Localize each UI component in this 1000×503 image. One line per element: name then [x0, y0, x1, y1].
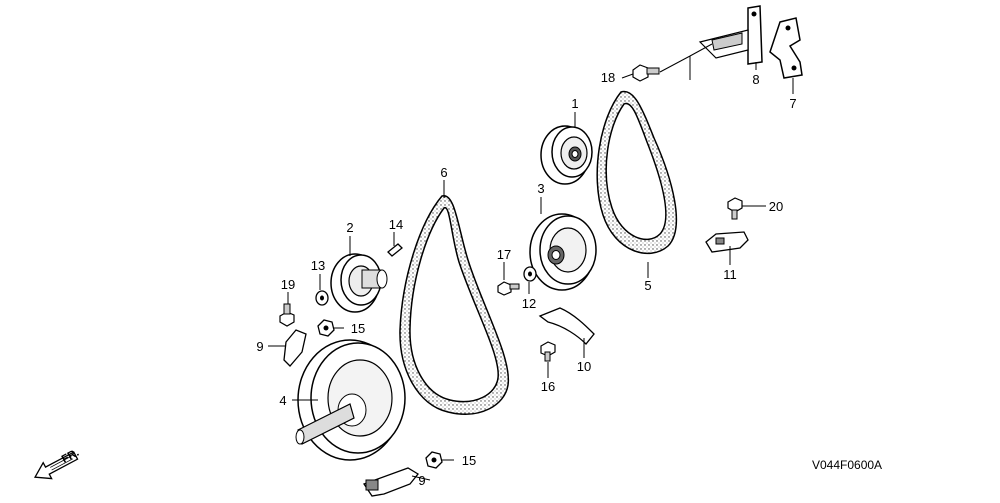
belt-guard-icon [538, 307, 595, 345]
washer-icon [315, 290, 329, 306]
bolt-icon [632, 64, 660, 82]
callout-7: 7 [789, 96, 796, 111]
small-pulley-icon [540, 125, 593, 185]
callout-18: 18 [601, 70, 615, 85]
callout-labels: 1 2 3 4 5 6 7 8 9 10 11 12 13 14 15 16 1… [256, 70, 796, 488]
callout-4: 4 [279, 393, 286, 408]
callout-19: 19 [281, 277, 295, 292]
belt-5 [596, 90, 678, 255]
washer-icon [523, 266, 537, 282]
pulley-icon [330, 253, 388, 313]
bolt-icon [540, 341, 556, 362]
callout-6: 6 [440, 165, 447, 180]
callout-17: 17 [497, 247, 511, 262]
bolt-icon [727, 197, 743, 220]
callout-2: 2 [346, 220, 353, 235]
callout-3: 3 [537, 181, 544, 196]
front-arrow-icon [33, 451, 79, 480]
bracket-icon [769, 17, 803, 79]
bolt-icon [279, 303, 295, 327]
pin-icon [387, 243, 403, 257]
pulley-icon [529, 213, 597, 291]
belt-guide-icon [363, 467, 419, 497]
leader-lines [268, 43, 794, 481]
callout-5: 5 [644, 278, 651, 293]
clip-icon [705, 231, 749, 253]
nut-icon [425, 451, 443, 469]
callout-16: 16 [541, 379, 555, 394]
callout-1: 1 [571, 96, 578, 111]
diagram-code: V044F0600A [812, 458, 882, 472]
bracket-icon [698, 5, 763, 65]
callout-20: 20 [769, 199, 783, 214]
nut-icon [317, 319, 335, 337]
callout-9: 9 [256, 339, 263, 354]
callout-10: 10 [577, 359, 591, 374]
callout-9: 9 [418, 473, 425, 488]
callout-8: 8 [752, 72, 759, 87]
bolt-icon [497, 281, 520, 296]
callout-11: 11 [723, 267, 737, 282]
callout-14: 14 [389, 217, 403, 232]
belt-6 [399, 195, 510, 415]
callout-13: 13 [311, 258, 325, 273]
callout-12: 12 [522, 296, 536, 311]
callout-15: 15 [462, 453, 476, 468]
callout-15: 15 [351, 321, 365, 336]
belt-guide-icon [283, 329, 307, 367]
front-indicator: FR. [60, 447, 81, 466]
